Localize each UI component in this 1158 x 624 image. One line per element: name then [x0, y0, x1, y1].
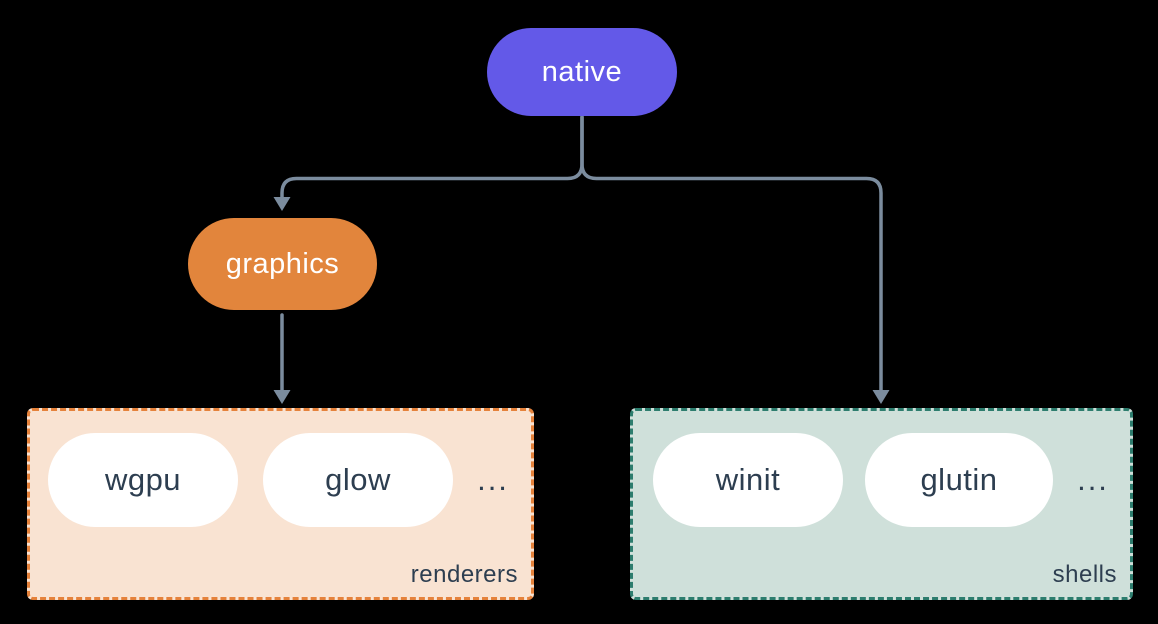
node-graphics: graphics [188, 218, 377, 310]
group-renderers: wgpu glow ... renderers [27, 408, 534, 600]
node-wgpu-label: wgpu [104, 462, 182, 497]
node-glow: glow [263, 433, 453, 527]
group-shells: winit glutin ... shells [630, 408, 1133, 600]
node-winit: winit [653, 433, 843, 527]
node-glutin: glutin [865, 433, 1053, 527]
arrowhead-icon [273, 390, 291, 404]
renderers-ellipsis: ... [477, 462, 509, 497]
node-glutin-label: glutin [920, 462, 998, 497]
arrowhead-icon [872, 390, 890, 404]
node-glow-label: glow [325, 462, 391, 497]
edge-native-graphics [280, 115, 584, 200]
node-native-label: native [541, 55, 623, 88]
shells-ellipsis: ... [1077, 462, 1109, 497]
arrowhead-icon [273, 197, 291, 211]
renderers-group-label: renderers [410, 561, 518, 588]
node-native: native [487, 28, 677, 116]
node-wgpu: wgpu [48, 433, 238, 527]
shells-group-label: shells [1052, 561, 1117, 588]
node-winit-label: winit [715, 462, 781, 497]
edge-native-shells [580, 115, 883, 393]
node-graphics-label: graphics [225, 247, 340, 280]
